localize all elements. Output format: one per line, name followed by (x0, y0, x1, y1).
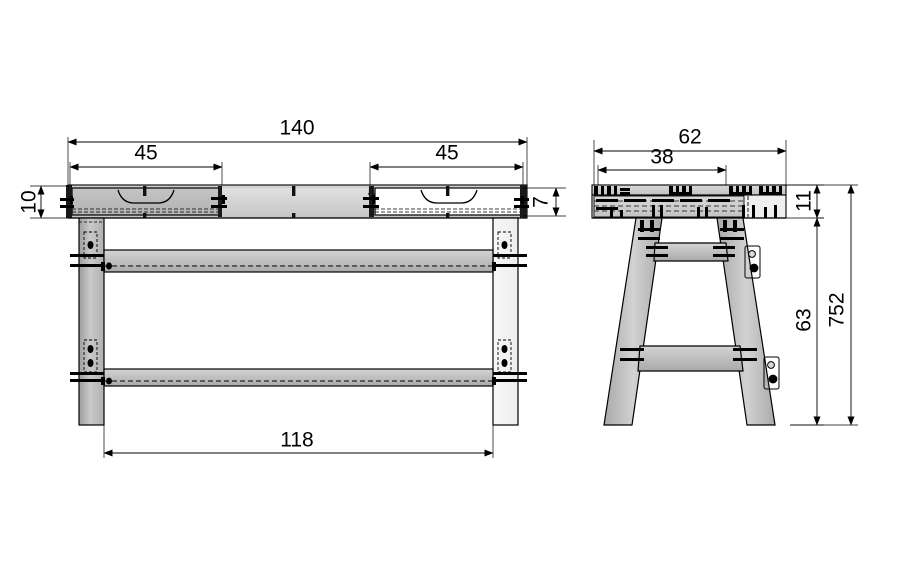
dim-752-label: 752 (826, 292, 849, 327)
side-lower-rail-joint-marks (620, 348, 757, 361)
dim-45-right-label: 45 (435, 142, 458, 165)
dimension-overall-height: 752 (786, 184, 858, 426)
front-elevation-view (60, 184, 529, 426)
front-leg-left-upper-bolt (87, 241, 94, 249)
dimension-drawer-right-width: 45 (369, 142, 524, 185)
right-screw-marks (514, 196, 529, 208)
side-lower-stretcher (637, 345, 744, 372)
drawer-right (374, 186, 524, 218)
front-upper-stretcher-left-joint (70, 254, 112, 271)
drawer-right-handle-cutout (420, 189, 478, 204)
left-divider-screw-marks (211, 195, 227, 208)
front-leg-right-upper-bolt (501, 241, 508, 249)
dimension-top-thickness: 10 (18, 185, 72, 219)
side-trestle-frame (603, 217, 780, 426)
drawer-right-joint-mark (446, 186, 450, 196)
side-right-leg-lower-fitting (763, 356, 780, 390)
right-divider-screw-marks (363, 195, 379, 208)
front-leg-left-upper-fitting (83, 231, 98, 259)
front-lower-stretcher-left-joint (70, 372, 112, 385)
left-screw-marks (60, 196, 74, 208)
front-upper-stretcher (70, 249, 527, 273)
dimension-overall-width: 140 (67, 117, 528, 185)
dim-45-left-label: 45 (134, 142, 157, 165)
center-panel-joint-mark-lower (292, 213, 296, 218)
drawer-left-joint-mark (143, 186, 147, 196)
center-panel-joint-mark (292, 186, 296, 196)
front-leg-right-lower-bolt-a (501, 345, 508, 353)
side-upper-stretcher (653, 242, 729, 262)
side-leg-left (603, 217, 663, 426)
dimension-top-edge-thickness: 7 (523, 187, 566, 217)
front-leg-right-post (492, 217, 519, 426)
front-leg-left (78, 217, 105, 426)
right-drawer-divider (369, 186, 374, 217)
front-leg-left-post (78, 217, 105, 426)
dim-11-label: 11 (793, 190, 816, 212)
front-leg-left-lower-bolt-a (87, 345, 94, 353)
dim-118-label: 118 (280, 429, 313, 452)
front-leg-right-upper-fitting (497, 231, 512, 259)
side-upper-rail-joint-marks (646, 246, 735, 257)
side-right-leg-upper-fitting (744, 245, 761, 279)
dim-7-label: 7 (530, 196, 553, 208)
dimension-stretcher-height: 63 (790, 217, 824, 426)
dimension-drawer-left-width: 45 (69, 142, 223, 185)
dimension-overall-depth: 62 (593, 126, 787, 185)
front-leg-right-lower-bolt-b (501, 359, 508, 367)
side-top-hardware-marks (594, 186, 782, 218)
front-end-hardware (60, 185, 529, 218)
front-lower-stretcher-right-joint (492, 372, 527, 385)
front-leg-right (492, 217, 519, 426)
dimension-drawer-depth: 38 (597, 146, 727, 185)
drawer-left-handle-cutout (117, 189, 175, 204)
dimension-apron-height: 11 (786, 184, 824, 219)
left-drawer-divider (218, 186, 222, 217)
dim-38-label: 38 (650, 146, 673, 169)
dim-140-label: 140 (279, 117, 314, 140)
drawer-left-joint-mark-lower (143, 213, 147, 218)
side-elevation-view (591, 184, 787, 426)
dimension-leg-span: 118 (103, 425, 494, 458)
left-end-stile (66, 185, 72, 218)
dim-62-label: 62 (678, 126, 701, 149)
front-leg-left-lower-bolt-b (87, 359, 94, 367)
dim-63-label: 63 (793, 308, 816, 331)
dimension-annotations: 140 45 45 10 7 (18, 117, 858, 458)
front-upper-stretcher-right-joint (492, 254, 527, 271)
front-upper-stretcher-rail (103, 249, 494, 273)
side-leg-top-joint-marks (638, 220, 744, 240)
side-tabletop (591, 184, 787, 219)
front-lower-stretcher (70, 368, 527, 387)
drawer-left (71, 186, 221, 218)
dim-10-label: 10 (18, 190, 41, 213)
front-lower-stretcher-rail (103, 368, 494, 387)
drawer-right-joint-mark-lower (446, 213, 450, 218)
